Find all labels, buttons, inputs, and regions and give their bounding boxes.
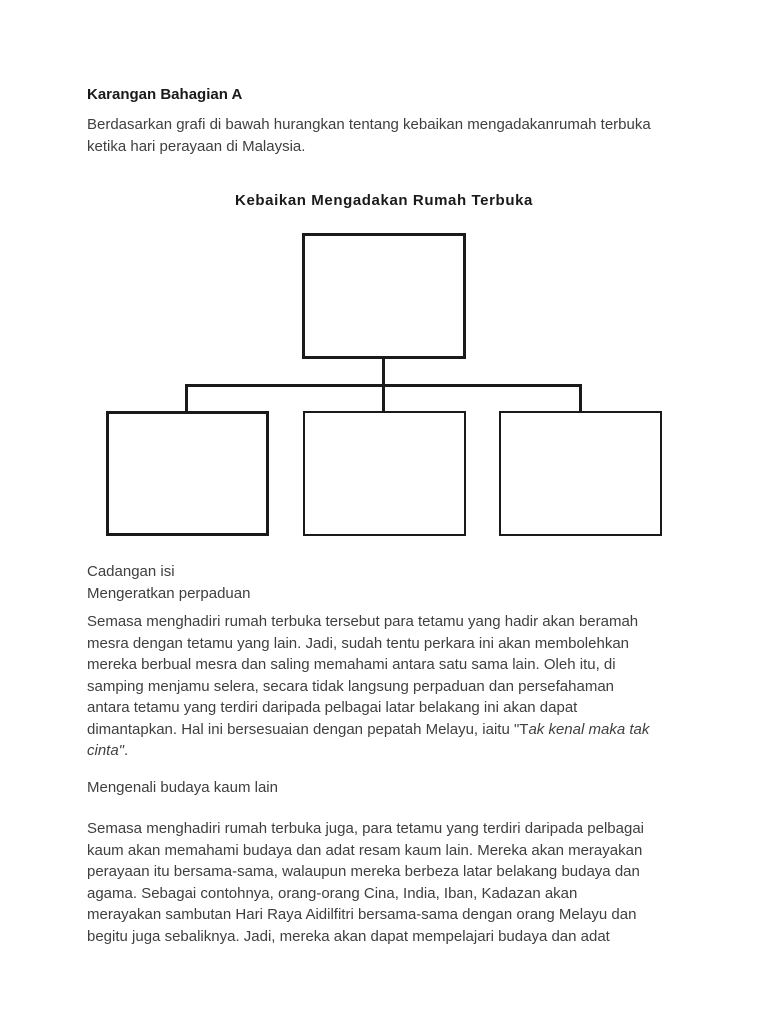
benefit-box-left — [106, 411, 269, 536]
text-line: samping menjamu selera, secara tidak lan… — [87, 677, 614, 695]
connector-drop-right — [579, 384, 582, 413]
text-line: ketika hari perayaan di Malaysia. — [87, 137, 306, 155]
suggestion-block: Cadangan isi Mengeratkan perpaduan — [87, 561, 250, 604]
flowchart-diagram — [106, 233, 662, 536]
point-heading-1: Mengeratkan perpaduan — [87, 584, 251, 602]
text-line: kaum akan memahami budaya dan adat resam… — [87, 841, 643, 859]
paragraph-1: Semasa menghadiri rumah terbuka tersebut… — [87, 611, 649, 762]
text-line: merayakan sambutan Hari Raya Aidilfitri … — [87, 906, 637, 923]
benefit-box-right — [499, 411, 662, 536]
section-heading: Karangan Bahagian A — [87, 86, 243, 103]
connector-drop-left — [185, 384, 188, 413]
diagram-title: Kebaikan Mengadakan Rumah Terbuka — [235, 192, 533, 209]
text-line: dimantapkan. Hal ini bersesuaian dengan … — [87, 720, 650, 738]
benefit-box-middle — [303, 411, 466, 536]
text-line: Berdasarkan grafi di bawah hurangkan ten… — [87, 116, 651, 133]
suggestion-label: Cadangan isi — [87, 563, 175, 580]
text-line: Semasa menghadiri rumah terbuka juga, pa… — [87, 820, 644, 837]
paragraph-2: Semasa menghadiri rumah terbuka juga, pa… — [87, 818, 644, 947]
text-line: mesra dengan tetamu yang lain. Jadi, sud… — [87, 634, 629, 652]
text-line: begitu juga sebaliknya. Jadi, mereka aka… — [87, 927, 610, 945]
point-heading-2: Mengenali budaya kaum lain — [87, 779, 278, 796]
main-topic-box — [302, 233, 466, 359]
connector-horizontal — [185, 384, 582, 387]
text-line: Semasa menghadiri rumah terbuka tersebut… — [87, 613, 639, 630]
text-line: antara tetamu yang terdiri daripada pelb… — [87, 699, 578, 716]
text-line: mereka berbual mesra dan saling memahami… — [87, 656, 616, 673]
text-line: agama. Sebagai contohnya, orang-orang Ci… — [87, 884, 578, 902]
text-line: perayaan itu bersama-sama, walaupun mere… — [87, 863, 640, 880]
intro-paragraph: Berdasarkan grafi di bawah hurangkan ten… — [87, 114, 651, 157]
text-line: cinta". — [87, 742, 129, 759]
